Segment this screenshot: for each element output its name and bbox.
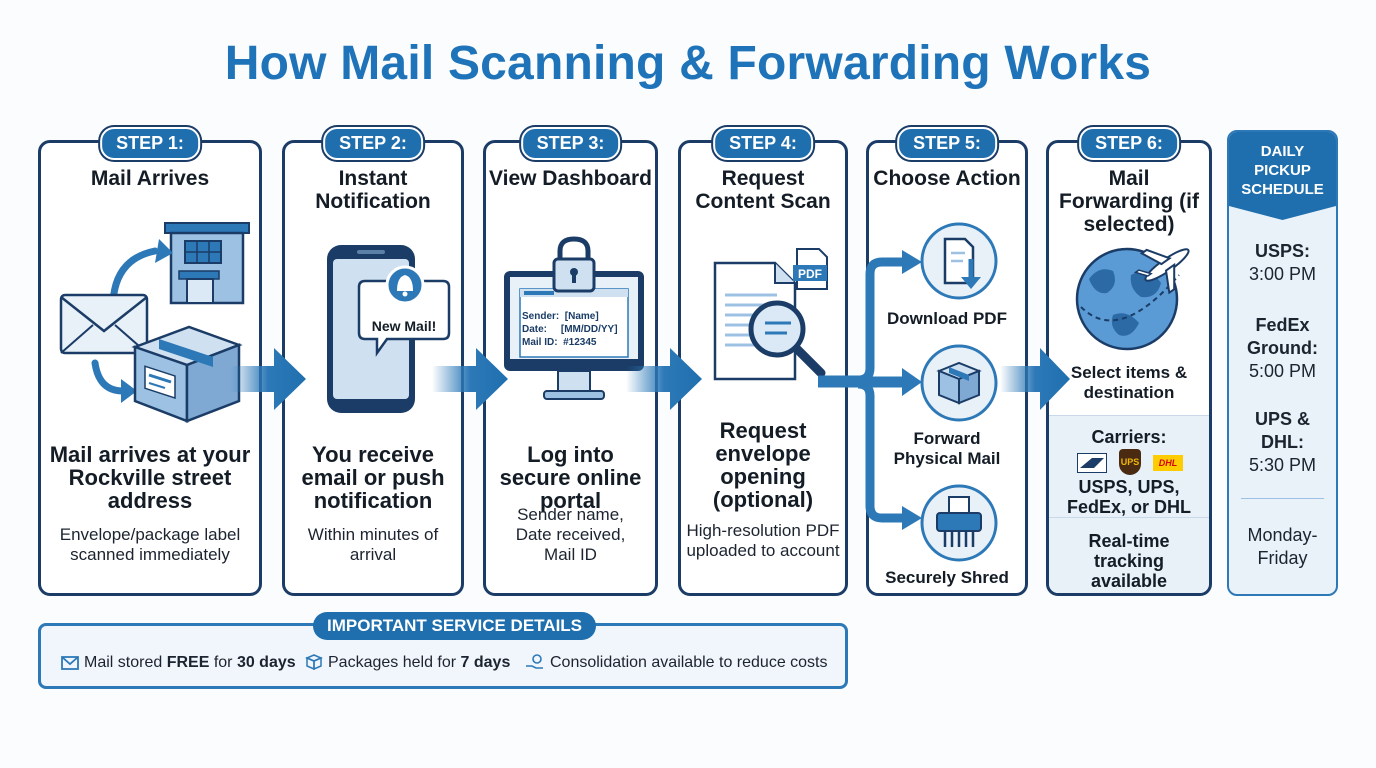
service-details-panel: IMPORTANT SERVICE DETAILS Mail stored FR… bbox=[38, 612, 848, 689]
flow-arrow-2 bbox=[432, 348, 508, 410]
eagle-icon bbox=[1080, 458, 1104, 468]
step-1-card: STEP 1: Mail Arrives bbox=[38, 127, 262, 596]
magnifier-icon bbox=[748, 300, 826, 378]
step-2-label: STEP 2: bbox=[323, 127, 423, 160]
detail-mail-storage: Mail stored FREE for 30 days bbox=[61, 654, 296, 672]
step-3-card: STEP 3: View Dashboard Sender: [Name] Da… bbox=[483, 127, 658, 596]
action-shred-label: Securely Shred bbox=[885, 568, 1009, 587]
screen-sender: Sender: [Name] bbox=[522, 311, 599, 322]
screen-mail-id: Mail ID: #12345 bbox=[522, 337, 597, 348]
schedule-days: Monday-Friday bbox=[1247, 525, 1318, 568]
lock-icon bbox=[552, 236, 596, 293]
building-icon bbox=[164, 222, 250, 305]
step-3-title: View Dashboard bbox=[489, 167, 652, 190]
step-6-label: STEP 6: bbox=[1079, 127, 1179, 160]
monitor-icon bbox=[504, 236, 644, 400]
step-1-title: Mail Arrives bbox=[90, 167, 210, 190]
schedule-ups-dhl-carrier: UPS & DHL: bbox=[1254, 409, 1310, 452]
detail-1-bold-days: 30 days bbox=[236, 654, 296, 671]
screen-date: Date: [MM/DD/YY] bbox=[522, 324, 618, 335]
page-title: How Mail Scanning & Forwarding Works bbox=[224, 37, 1152, 90]
step-4-title: Request Content Scan bbox=[695, 167, 831, 213]
service-details-title: IMPORTANT SERVICE DETAILS bbox=[313, 612, 597, 640]
detail-2-bold-days: 7 days bbox=[460, 654, 511, 671]
detail-1-pre: Mail stored bbox=[84, 654, 167, 671]
action-forward-label: Forward Physical Mail bbox=[893, 429, 1001, 468]
envelope-icon bbox=[61, 656, 79, 670]
airplane-icon bbox=[1133, 248, 1190, 295]
schedule-fedex-time: 5:00 PM bbox=[1248, 361, 1317, 381]
download-icon bbox=[920, 222, 998, 300]
step-4-card: STEP 4: Request Content Scan PDF Request… bbox=[678, 127, 848, 596]
phone-icon bbox=[327, 245, 451, 413]
flow-arrow-3 bbox=[626, 348, 702, 410]
envelope-building-package-icon bbox=[59, 222, 250, 423]
usps-logo bbox=[1077, 453, 1107, 473]
step-4-headline: Request envelope opening (optional) bbox=[712, 418, 814, 512]
schedule-title: DAILY PICKUP SCHEDULE bbox=[1241, 143, 1324, 198]
flow-arrow-1 bbox=[230, 348, 306, 410]
carriers-list: USPS, UPS, FedEx, or DHL bbox=[1066, 477, 1191, 517]
box-icon bbox=[920, 344, 998, 422]
notification-bubble bbox=[357, 279, 451, 357]
pdf-badge: PDF bbox=[798, 267, 822, 281]
envelope-icon bbox=[59, 293, 149, 355]
pdf-file-icon bbox=[793, 248, 828, 290]
step-3-label: STEP 3: bbox=[520, 127, 621, 160]
bell-icon bbox=[385, 265, 425, 305]
step-6-card: STEP 6: Mail Forwarding (if selected) Se… bbox=[1046, 127, 1212, 596]
dhl-logo: DHL bbox=[1153, 455, 1183, 471]
notification-text: New Mail! bbox=[371, 318, 437, 334]
step-1-detail: Envelope/package label scanned immediate… bbox=[59, 525, 241, 564]
detail-2-pre: Packages held for bbox=[328, 654, 461, 671]
detail-1-bold-free: FREE bbox=[166, 654, 210, 671]
pickup-schedule-panel: DAILY PICKUP SCHEDULE USPS: 3:00 PM FedE… bbox=[1227, 130, 1338, 596]
schedule-divider bbox=[1241, 498, 1324, 499]
step-1-headline: Mail arrives at your Rockville street ad… bbox=[49, 442, 251, 513]
detail-packages-held: Packages held for 7 days bbox=[305, 654, 510, 672]
tracking-label: Real-time tracking available bbox=[1088, 531, 1170, 591]
package-icon bbox=[131, 325, 243, 423]
globe-icon bbox=[1075, 247, 1190, 351]
step-1-label: STEP 1: bbox=[100, 127, 200, 160]
step-4-label: STEP 4: bbox=[713, 127, 813, 160]
schedule-usps-time: 3:00 PM bbox=[1248, 264, 1317, 284]
carrier-divider bbox=[1049, 517, 1209, 518]
step-2-detail: Within minutes of arrival bbox=[307, 525, 439, 564]
schedule-ups-dhl-time: 5:30 PM bbox=[1248, 455, 1317, 475]
step-5-label: STEP 5: bbox=[897, 127, 997, 160]
package-icon bbox=[305, 654, 323, 671]
step-6-title: Mail Forwarding (if selected) bbox=[1059, 167, 1199, 236]
carrier-panel bbox=[1049, 415, 1209, 593]
step-4-detail: High-resolution PDF uploaded to account bbox=[686, 521, 840, 560]
select-items-label: Select items & destination bbox=[1070, 363, 1188, 402]
hand-coin-icon bbox=[526, 654, 543, 669]
step-2-headline: You receive email or push notification bbox=[301, 442, 445, 513]
ups-logo: UPS bbox=[1119, 449, 1141, 475]
shredder-icon bbox=[920, 484, 998, 562]
schedule-fedex-carrier: FedEx Ground: bbox=[1247, 315, 1318, 358]
detail-consolidation: Consolidation available to reduce costs bbox=[525, 654, 828, 672]
branch-arrows bbox=[818, 250, 922, 530]
step-2-title: Instant Notification bbox=[315, 167, 431, 213]
step-3-detail: Sender name, Date received, Mail ID bbox=[515, 505, 626, 564]
action-download-label: Download PDF bbox=[887, 309, 1007, 328]
flow-arrow-5 bbox=[1000, 348, 1070, 410]
detail-1-mid: for bbox=[209, 654, 237, 671]
schedule-usps-carrier: USPS: bbox=[1254, 241, 1310, 261]
detail-3-text: Consolidation available to reduce costs bbox=[550, 654, 828, 671]
document-icon bbox=[713, 248, 828, 381]
step-3-headline: Log into secure online portal bbox=[499, 442, 642, 513]
carriers-label: Carriers: bbox=[1091, 427, 1167, 447]
step-5-title: Choose Action bbox=[873, 167, 1021, 190]
schedule-header-banner bbox=[1229, 132, 1336, 220]
